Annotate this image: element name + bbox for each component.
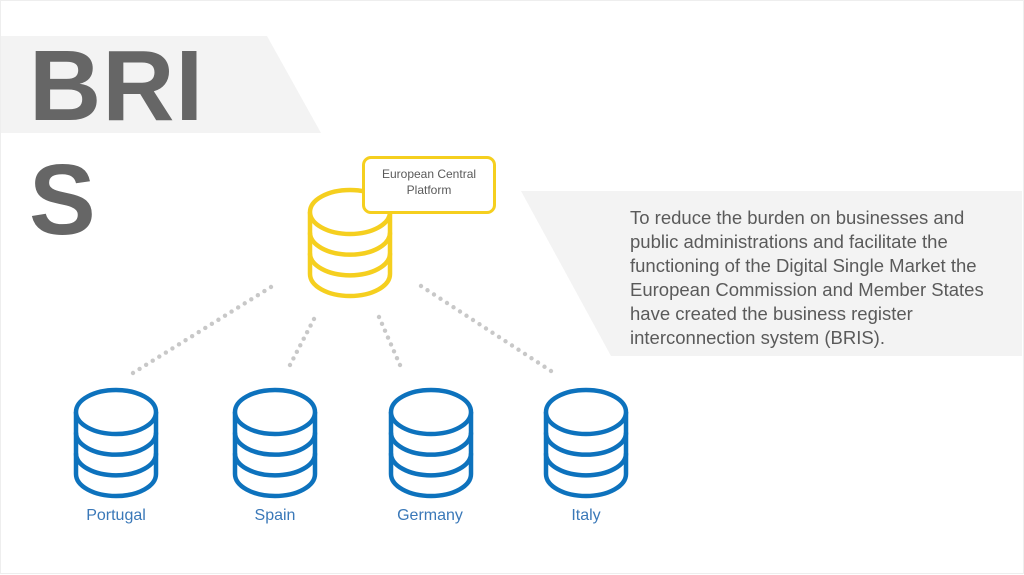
database-band [307, 232, 393, 257]
connector-dot [268, 284, 274, 290]
connector-dot [535, 360, 541, 365]
database-icon-italy [543, 387, 629, 499]
connector-dot [209, 321, 215, 327]
connector-dot [490, 330, 495, 335]
connector-dot [425, 288, 430, 293]
connector-dot [235, 305, 241, 310]
database-band [73, 432, 159, 457]
connector-dot [130, 370, 136, 376]
node-label-spain: Spain [254, 507, 296, 524]
connector-dot [516, 347, 521, 352]
central-platform-callout: European Central Platform [362, 156, 496, 214]
database-band [232, 432, 318, 457]
connector-dot [483, 326, 489, 331]
connector-dot [242, 301, 247, 306]
database-top [543, 387, 629, 437]
connector-dot [464, 313, 469, 318]
connector-dot [496, 334, 502, 340]
connector-dot [143, 362, 149, 368]
connector-germany [376, 314, 403, 368]
connector-dot [388, 342, 394, 347]
connector-dot [379, 321, 385, 327]
connector-dot [203, 325, 208, 331]
connector-dot [249, 297, 254, 302]
connector-italy [418, 283, 554, 374]
connector-dot [189, 333, 195, 339]
connector-dot [451, 305, 456, 310]
connector-dot [431, 292, 437, 297]
central-platform-label: European Central Platform [381, 167, 477, 197]
database-body [543, 412, 629, 499]
connector-dot [477, 322, 482, 327]
node-databases [73, 387, 629, 499]
connector-dot [255, 292, 261, 298]
database-band [307, 253, 393, 278]
connector-dot [262, 288, 267, 294]
database-band [73, 453, 159, 478]
connector-dot [522, 351, 528, 357]
connector-dot [376, 314, 382, 320]
connector-dot [287, 362, 293, 368]
connector-dot [170, 346, 175, 351]
connector-dot [196, 329, 201, 335]
connector-dot [438, 296, 443, 301]
connector-dot [216, 317, 221, 322]
connector-dot [229, 309, 234, 314]
database-icon-germany [388, 387, 474, 499]
connector-dot [176, 342, 182, 347]
connector-dot [391, 349, 397, 354]
database-icon-portugal [73, 387, 159, 499]
connector-dot [470, 317, 476, 323]
node-label-italy: Italy [571, 507, 601, 524]
connector-dot [529, 356, 534, 361]
connector-dot [294, 349, 300, 355]
connector-dot [394, 355, 400, 361]
database-band [388, 453, 474, 478]
connector-dot [137, 366, 142, 372]
connector-dot [503, 339, 508, 344]
database-body [307, 212, 393, 299]
database-icon-spain [232, 387, 318, 499]
connector-dot [457, 309, 463, 314]
connector-portugal [130, 284, 274, 376]
database-band [543, 453, 629, 478]
connector-dot [542, 364, 547, 369]
page-title: BRIS [29, 30, 205, 256]
connector-dot [308, 323, 313, 328]
database-band [543, 432, 629, 457]
connector-dot [163, 350, 169, 355]
connector-dot [385, 335, 391, 340]
connector-dot [382, 328, 388, 333]
database-body [388, 412, 474, 499]
title-background-band [1, 36, 321, 133]
connector-dot [509, 343, 515, 348]
connector-dot [418, 283, 424, 289]
database-top [232, 387, 318, 437]
connector-dot [150, 358, 155, 363]
database-top [388, 387, 474, 437]
database-body [232, 412, 318, 499]
connector-dot [397, 362, 403, 368]
connector-dot [304, 329, 310, 335]
connector-dot [183, 338, 188, 343]
database-band [388, 432, 474, 457]
connector-dot [222, 313, 228, 318]
connector-dot [301, 336, 306, 341]
database-top [73, 387, 159, 437]
description-text: To reduce the burden on businesses and p… [630, 207, 984, 348]
connector-dot [157, 354, 162, 359]
connector-dot [444, 300, 450, 306]
connector-dot [291, 356, 296, 361]
connector-dot [311, 316, 317, 322]
node-label-germany: Germany [397, 507, 463, 524]
node-label-portugal: Portugal [86, 507, 146, 524]
connector-spain [287, 316, 317, 368]
database-band [232, 453, 318, 478]
database-body [73, 412, 159, 499]
description-background-panel [521, 191, 1022, 356]
connector-dot [548, 368, 554, 374]
connector-dot [298, 343, 303, 348]
connectors [130, 283, 554, 376]
